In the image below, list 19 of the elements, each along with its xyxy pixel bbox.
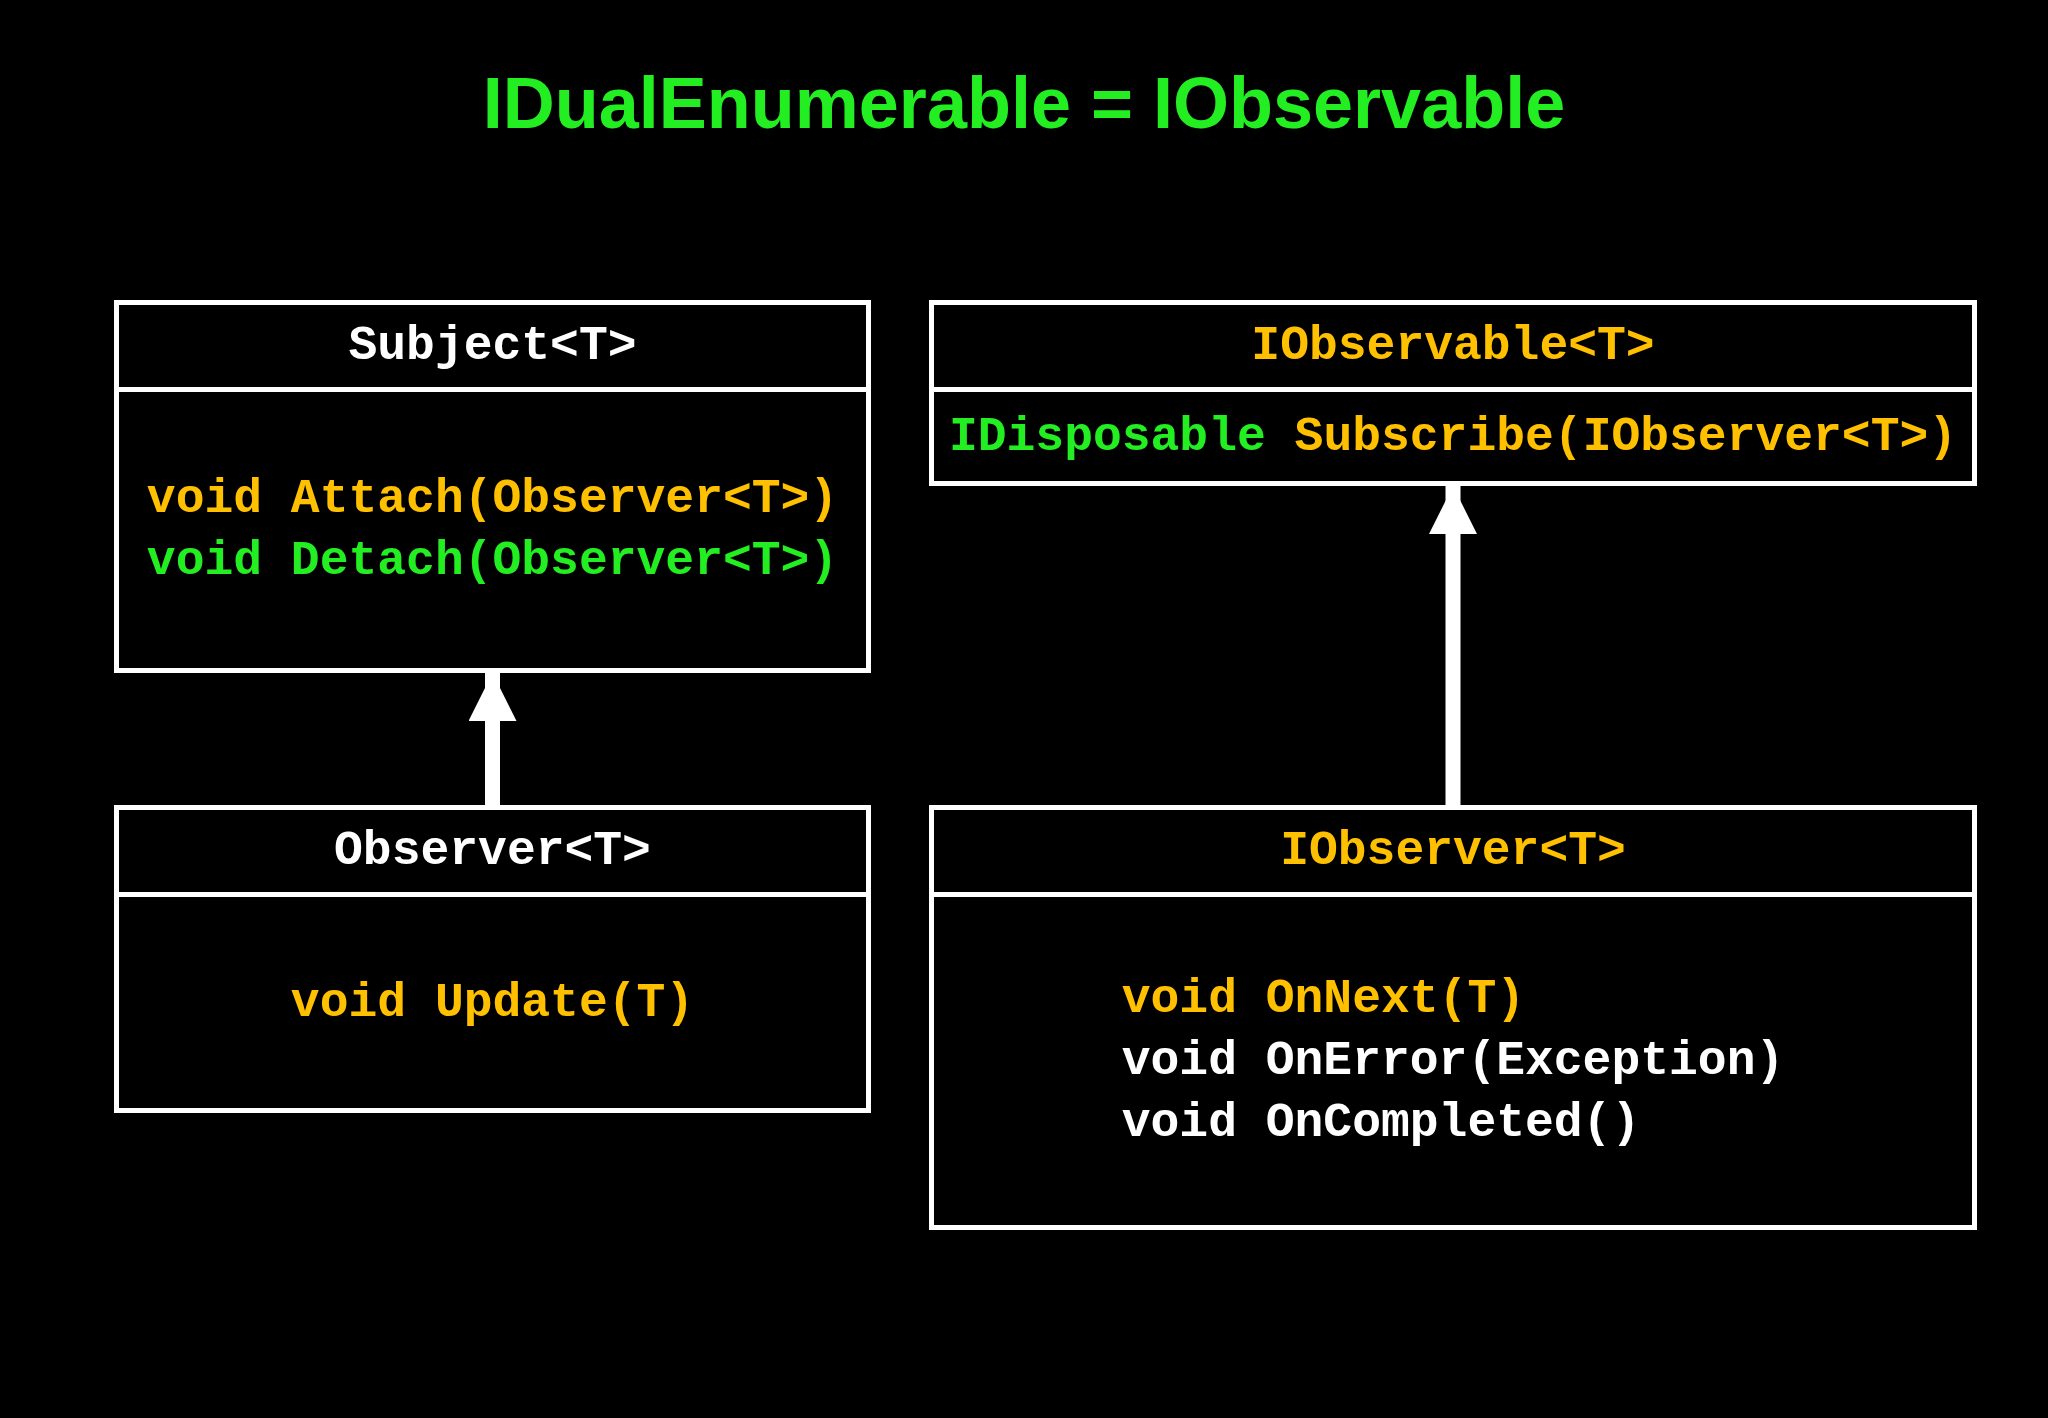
slide-title: IDualEnumerable = IObservable (482, 64, 1566, 144)
method-signature: void Detach(Observer<T>) (146, 534, 839, 588)
arrow (1429, 486, 1477, 805)
method-signature: void OnNext(T) (1121, 972, 1525, 1026)
class-box (929, 805, 1977, 1230)
class-box (114, 805, 871, 1113)
class-name: Observer<T> (334, 824, 651, 878)
method-signature: Subscribe(IObserver<T>) (1294, 409, 1958, 464)
method-signature: void OnCompleted() (1121, 1096, 1641, 1150)
arrow (468, 673, 517, 805)
class-box (929, 300, 1977, 486)
method-signature: void OnError(Exception) (1121, 1034, 1785, 1088)
class-name: Subject<T> (348, 319, 637, 373)
method-signature: void Update(T) (290, 975, 695, 1030)
method-signature: IDisposable (948, 409, 1266, 464)
method-signature: void Attach(Observer<T>) (146, 472, 839, 526)
class-box (114, 300, 871, 673)
class-name: IObservable<T> (1251, 319, 1655, 373)
class-name: IObserver<T> (1280, 824, 1626, 878)
